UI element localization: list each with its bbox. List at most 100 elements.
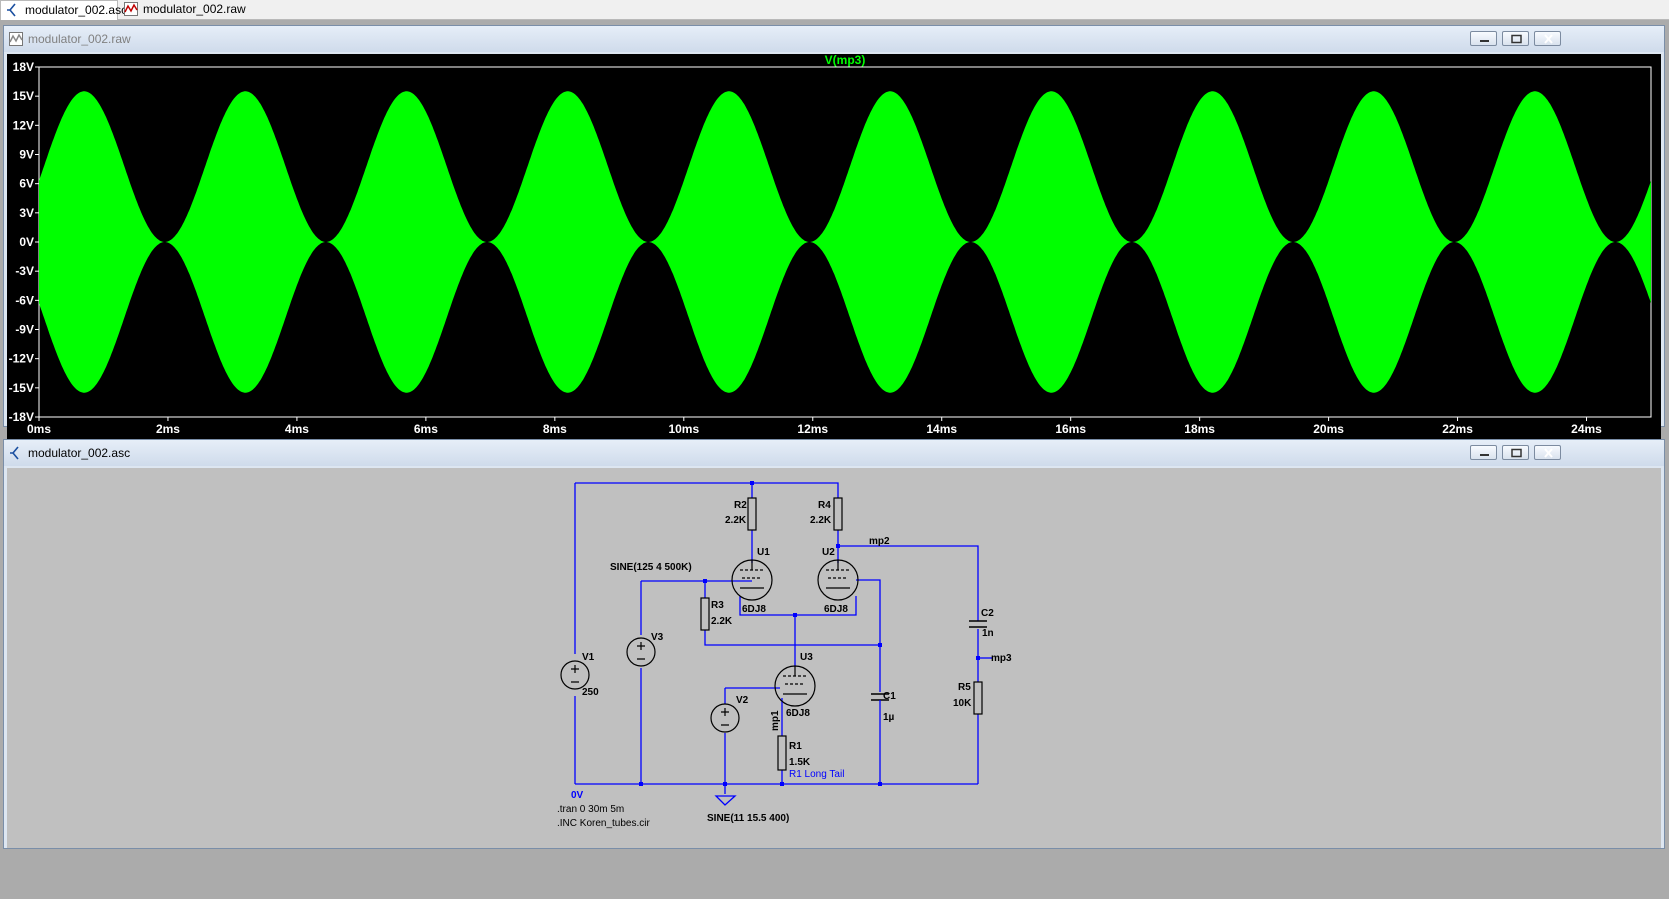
source-v2 bbox=[710, 703, 740, 733]
x-tick-label: 2ms bbox=[156, 422, 180, 436]
directive-tran: .tran 0 30m 5m bbox=[557, 804, 624, 815]
label-r3-name: R3 bbox=[711, 600, 724, 611]
close-icon bbox=[1544, 34, 1553, 44]
trace-v-mp3 bbox=[39, 91, 1651, 393]
label-v1-value: 250 bbox=[582, 687, 599, 698]
schematic-window-titlebar[interactable]: modulator_002.asc bbox=[4, 440, 1664, 466]
tube-u1 bbox=[731, 559, 773, 601]
label-c2-name: C2 bbox=[981, 608, 994, 619]
y-tick-label: -3V bbox=[15, 264, 34, 278]
minimize-button[interactable] bbox=[1470, 445, 1497, 460]
y-tick-label: 18V bbox=[13, 60, 34, 74]
x-tick-label: 8ms bbox=[543, 422, 567, 436]
resistor-r2 bbox=[747, 497, 757, 531]
label-c1-value: 1µ bbox=[883, 712, 895, 723]
source-v1 bbox=[560, 660, 590, 690]
label-v3-value: SINE(125 4 500K) bbox=[610, 562, 692, 573]
label-v2-name: V2 bbox=[736, 695, 749, 706]
tubes bbox=[731, 559, 859, 707]
x-tick-label: 20ms bbox=[1313, 422, 1344, 436]
net-label-ground: 0V bbox=[571, 790, 584, 801]
waveform-window-titlebar[interactable]: modulator_002.raw bbox=[4, 26, 1664, 52]
tab-waveform[interactable]: modulator_002.raw bbox=[119, 0, 246, 18]
maximize-button[interactable] bbox=[1502, 31, 1529, 46]
schematic-drawing[interactable]: R2 2.2K R4 2.2K U1 U2 6DJ8 6DJ8 mp2 SINE… bbox=[7, 468, 1661, 848]
close-icon bbox=[1544, 448, 1553, 458]
schematic-icon bbox=[10, 446, 19, 460]
label-r2-name: R2 bbox=[734, 500, 747, 511]
tab-label: modulator_002.raw bbox=[143, 2, 246, 16]
waveform-icon bbox=[124, 2, 138, 16]
waveform-icon bbox=[9, 32, 23, 46]
y-tick-label: -6V bbox=[15, 293, 34, 307]
x-tick-label: 18ms bbox=[1184, 422, 1215, 436]
minimize-button[interactable] bbox=[1470, 31, 1497, 46]
capacitor-c2 bbox=[969, 620, 987, 628]
y-tick-label: 3V bbox=[19, 206, 34, 220]
label-u2-value: 6DJ8 bbox=[824, 604, 848, 615]
label-v1-name: V1 bbox=[582, 652, 595, 663]
tab-schematic[interactable]: modulator_002.asc bbox=[0, 0, 127, 20]
resistors bbox=[700, 497, 983, 771]
close-button[interactable] bbox=[1534, 31, 1561, 46]
minimize-icon bbox=[1480, 454, 1489, 456]
resistor-r5 bbox=[973, 681, 983, 715]
waveform-plot[interactable]: V(mp3) 18V15V12V9V6V3V0V-3V-6V-9V-12V-15… bbox=[7, 53, 1661, 448]
schematic-window-title: modulator_002.asc bbox=[28, 446, 131, 460]
y-tick-label: -9V bbox=[15, 323, 34, 337]
label-u1-name: U1 bbox=[757, 547, 770, 558]
junctions bbox=[639, 481, 980, 786]
label-c1-name: C1 bbox=[883, 691, 896, 702]
x-tick-label: 24ms bbox=[1571, 422, 1602, 436]
x-tick-label: 4ms bbox=[285, 422, 309, 436]
restore-icon bbox=[1511, 448, 1522, 458]
close-button[interactable] bbox=[1534, 445, 1561, 460]
capacitors bbox=[871, 620, 987, 714]
resistor-r4 bbox=[833, 497, 843, 531]
label-r2-value: 2.2K bbox=[725, 515, 747, 526]
resistor-r1 bbox=[777, 735, 787, 771]
y-tick-label: 12V bbox=[13, 118, 34, 132]
x-tick-label: 16ms bbox=[1055, 422, 1086, 436]
label-r4-name: R4 bbox=[818, 500, 831, 511]
label-r5-value: 10K bbox=[953, 698, 972, 709]
y-tick-label: 0V bbox=[19, 235, 34, 249]
maximize-button[interactable] bbox=[1502, 445, 1529, 460]
trace-label[interactable]: V(mp3) bbox=[825, 53, 866, 67]
x-tick-label: 6ms bbox=[414, 422, 438, 436]
label-u3-name: U3 bbox=[800, 652, 813, 663]
directive-inc: .INC Koren_tubes.cir bbox=[557, 818, 650, 829]
label-v2-value: SINE(11 15.5 400) bbox=[707, 813, 789, 824]
tube-u3 bbox=[774, 665, 816, 707]
net-label-mp1: mp1 bbox=[770, 710, 781, 731]
document-tab-strip: modulator_002.asc modulator_002.raw bbox=[0, 0, 1669, 20]
schematic-canvas[interactable]: R2 2.2K R4 2.2K U1 U2 6DJ8 6DJ8 mp2 SINE… bbox=[7, 468, 1661, 848]
label-v3-name: V3 bbox=[651, 632, 664, 643]
label-u3-value: 6DJ8 bbox=[786, 708, 810, 719]
net-label-mp2: mp2 bbox=[869, 536, 890, 547]
label-u2-name: U2 bbox=[822, 547, 835, 558]
x-tick-label: 0ms bbox=[27, 422, 51, 436]
resistor-r3 bbox=[700, 597, 710, 631]
label-r3-value: 2.2K bbox=[711, 616, 733, 627]
x-tick-label: 12ms bbox=[797, 422, 828, 436]
schematic-window: modulator_002.asc bbox=[3, 439, 1665, 849]
label-r1-name: R1 bbox=[789, 741, 802, 752]
label-u1-value: 6DJ8 bbox=[742, 604, 766, 615]
y-tick-label: -15V bbox=[9, 381, 34, 395]
waveform-window-title: modulator_002.raw bbox=[28, 32, 131, 46]
voltage-sources bbox=[560, 637, 740, 733]
y-tick-label: 6V bbox=[19, 177, 34, 191]
source-v3 bbox=[626, 637, 656, 667]
restore-icon bbox=[1511, 34, 1522, 44]
tab-label: modulator_002.asc bbox=[25, 3, 128, 17]
comment-r1-long-tail: R1 Long Tail bbox=[789, 769, 844, 780]
y-tick-label: 9V bbox=[19, 148, 34, 162]
label-r5-name: R5 bbox=[958, 682, 971, 693]
y-tick-label: -18V bbox=[9, 410, 34, 424]
tube-u2 bbox=[817, 559, 859, 601]
